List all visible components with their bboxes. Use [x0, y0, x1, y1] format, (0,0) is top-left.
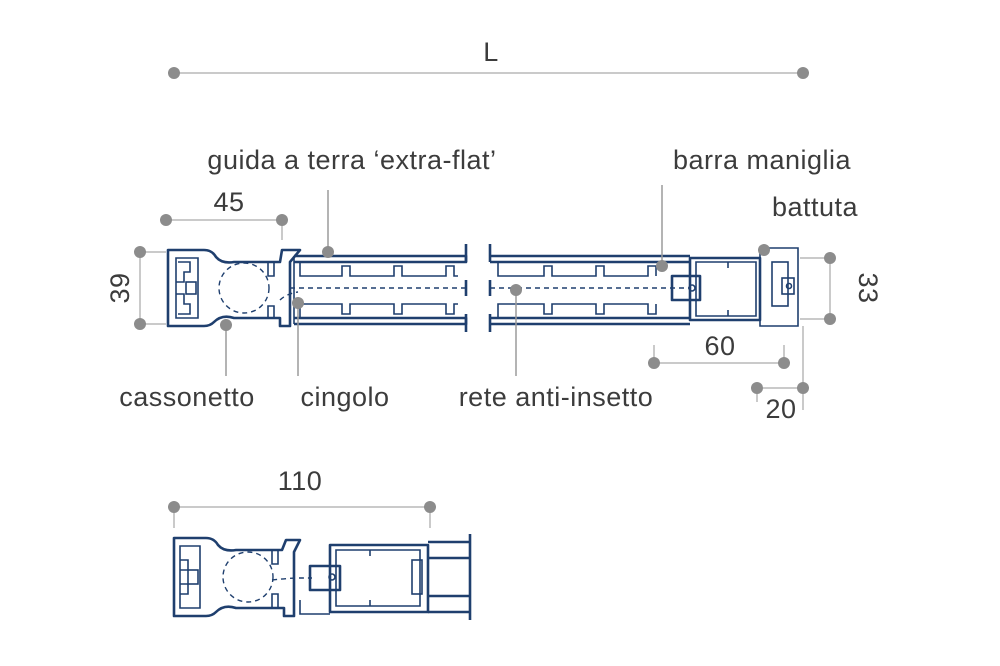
- dimension-110-label: 110: [278, 466, 323, 496]
- dimension-20: 20: [751, 326, 809, 424]
- dimension-45: 45: [160, 187, 288, 240]
- dimension-60-label: 60: [704, 331, 735, 361]
- dimension-33-label: 33: [853, 272, 883, 303]
- dimension-20-label: 20: [765, 394, 796, 424]
- leaders-top: [322, 185, 770, 272]
- dimension-110: 110: [168, 466, 436, 528]
- label-barra-maniglia: barra maniglia: [673, 145, 852, 175]
- dimension-L-label: L: [483, 37, 499, 67]
- label-battuta: battuta: [772, 192, 859, 222]
- label-guida-a-terra: guida a terra ‘extra-flat’: [207, 145, 496, 175]
- profile-closed-section: [172, 534, 472, 620]
- label-cassonetto: cassonetto: [119, 382, 255, 412]
- dimension-39: 39: [105, 246, 166, 330]
- dimension-45-label: 45: [213, 187, 244, 217]
- dimension-L: L: [168, 37, 809, 79]
- leaders-bottom: [220, 284, 522, 376]
- label-rete-anti-insetto: rete anti-insetto: [459, 382, 654, 412]
- label-cingolo: cingolo: [300, 382, 389, 412]
- dimension-60: 60: [648, 331, 790, 369]
- dimension-33: 33: [800, 252, 883, 325]
- profile-main-section: [166, 244, 799, 332]
- dimension-39-label: 39: [105, 272, 135, 303]
